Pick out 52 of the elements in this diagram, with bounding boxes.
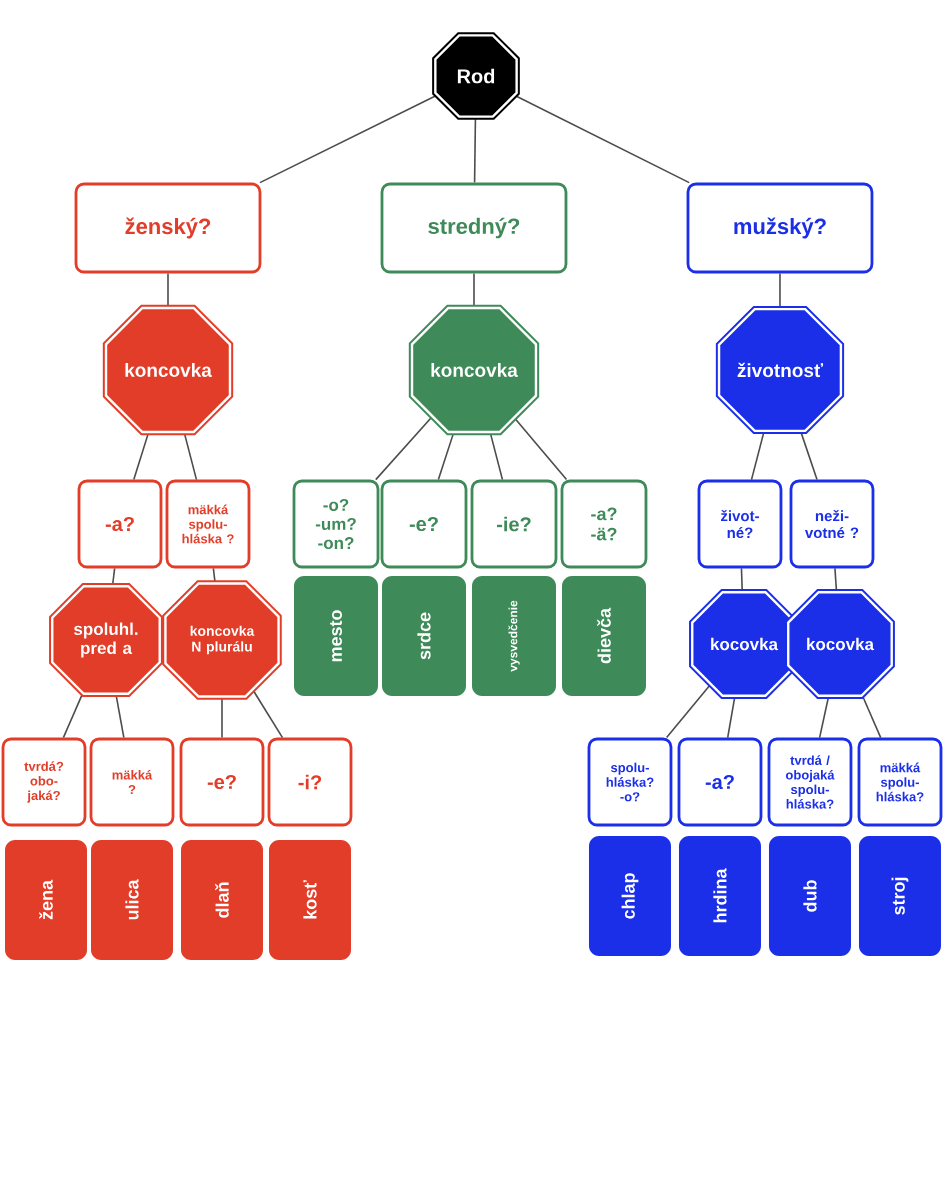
example-word-box: mesto xyxy=(294,576,378,696)
question-box: -a? -ä? xyxy=(560,479,648,569)
octagon-node: koncovka xyxy=(102,304,234,436)
question-box: -a? xyxy=(677,737,763,827)
connector-line xyxy=(183,430,198,481)
example-word-box: hrdina xyxy=(679,836,761,956)
connector-line xyxy=(750,430,765,481)
connector-line xyxy=(818,697,830,739)
connector-line xyxy=(473,272,475,310)
connector-line xyxy=(437,430,455,481)
octagon-node: kocovka xyxy=(689,589,799,699)
connector-line xyxy=(133,430,150,481)
question-box: -o? -um? -on? xyxy=(292,479,380,569)
connector-line xyxy=(779,272,781,310)
connector-line xyxy=(250,686,284,739)
connector-line xyxy=(473,118,477,184)
example-word-box: ulica xyxy=(91,840,173,960)
question-box: -ie? xyxy=(470,479,558,569)
connector-line xyxy=(489,430,504,481)
example-word-box: srdce xyxy=(382,576,466,696)
question-box: -a? xyxy=(77,479,163,569)
octagon-node: koncovka xyxy=(408,304,540,436)
octagon-node: životnosť xyxy=(715,305,845,435)
example-word-box: kosť xyxy=(269,840,351,960)
question-box: -e? xyxy=(380,479,468,569)
example-word-box: dievča xyxy=(562,576,646,696)
connector-line xyxy=(799,430,818,481)
connector-line xyxy=(259,95,437,184)
octagon-node: spoluhl. pred a xyxy=(49,583,163,697)
connector-line xyxy=(167,272,169,310)
example-word-box: žena xyxy=(5,840,87,960)
octagon-node: Rod xyxy=(432,32,520,120)
octagon-node: kocovka xyxy=(785,589,895,699)
connector-line xyxy=(115,693,125,739)
connector-line xyxy=(374,414,434,481)
connector-line xyxy=(834,567,838,591)
example-word-box: dlaň xyxy=(181,840,263,960)
connector-line xyxy=(740,567,743,591)
connector-line xyxy=(512,416,568,481)
connector-line xyxy=(665,685,711,739)
example-word-box: stroj xyxy=(859,836,941,956)
question-box: mužský? xyxy=(686,182,874,274)
question-box: stredný? xyxy=(380,182,568,274)
question-box: ženský? xyxy=(74,182,262,274)
example-word-box: chlap xyxy=(589,836,671,956)
connector-line xyxy=(862,696,882,739)
connector-line xyxy=(62,692,84,739)
question-box: -i? xyxy=(267,737,353,827)
question-box: -e? xyxy=(179,737,265,827)
connector-line xyxy=(515,95,690,184)
connector-line xyxy=(726,697,736,739)
example-word-box: dub xyxy=(769,836,851,956)
